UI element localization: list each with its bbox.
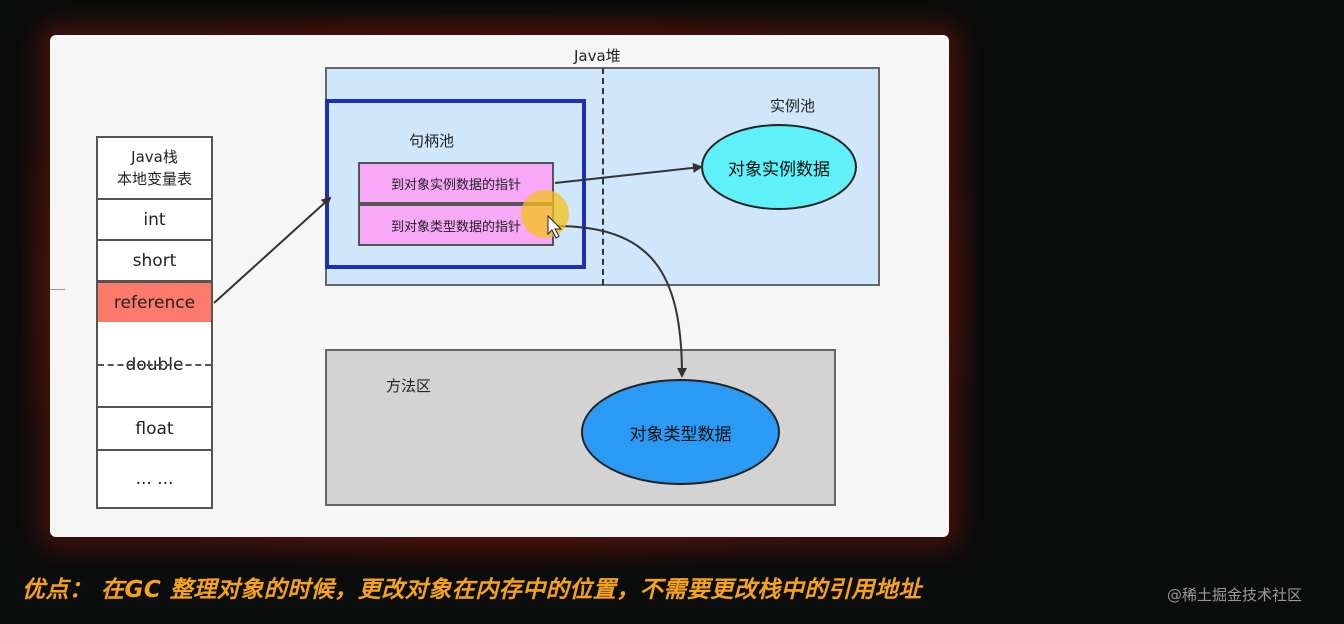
method-area-label: 方法区 <box>386 377 432 395</box>
instance-pointer: 到对象实例数据的指针 <box>358 162 554 204</box>
type-data-ellipse: 对象类型数据 <box>581 379 780 485</box>
arrow-to-type-data <box>554 225 687 378</box>
caption-text: 优点： 在GC 整理对象的时候，更改对象在内存中的位置，不需要更改栈中的引用地址 <box>22 577 922 603</box>
heap-divider <box>602 68 604 285</box>
java-heap-label: Java堆 <box>574 47 621 65</box>
stack-cell-float: float <box>96 406 213 451</box>
handle-pool <box>325 99 586 269</box>
cursor-icon <box>547 214 563 239</box>
instance-pool-label: 实例池 <box>770 97 816 115</box>
cursor-highlight <box>521 190 569 238</box>
watermark: @稀土掘金技术社区 <box>1167 586 1303 604</box>
stack-cell-etc: ... ... <box>96 449 213 509</box>
stack-cell-reference: reference <box>96 281 213 324</box>
left-tick <box>50 289 65 290</box>
arrow-to-instance-data <box>554 162 703 184</box>
instance-data-ellipse: 对象实例数据 <box>701 124 857 210</box>
stack-cell-int: int <box>96 198 213 241</box>
arrow-reference-to-handle <box>213 196 332 304</box>
stack-header: Java栈 本地变量表 <box>96 136 213 200</box>
handle-pool-label: 句柄池 <box>409 132 455 150</box>
stack-cell-short: short <box>96 239 213 282</box>
double-dash-line <box>98 364 211 366</box>
